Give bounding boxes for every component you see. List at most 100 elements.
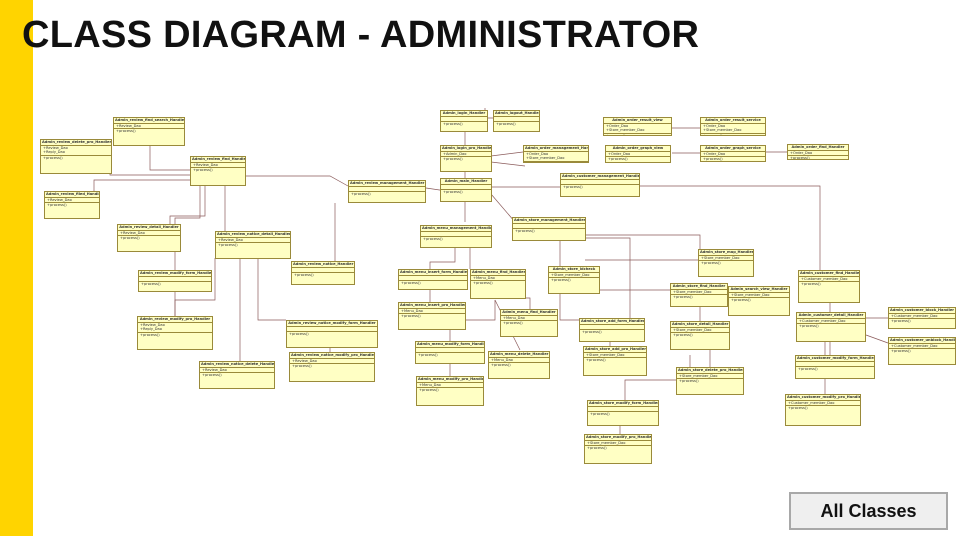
- class-attributes: +Menu_Dao: [399, 309, 465, 315]
- class-box: Admin_customer_block_Handler+Customer_me…: [888, 307, 956, 329]
- class-name: Admin_store_modify_form_Handler: [588, 401, 658, 407]
- class-box: Admin_store_delete_pro_Handler+Store_mem…: [676, 367, 744, 395]
- class-operation: +process(): [606, 133, 626, 136]
- class-operation: +process(): [891, 349, 911, 354]
- class-operation: +process(): [801, 282, 821, 287]
- class-operation: +process(): [43, 155, 63, 160]
- class-attributes: +Menu_Dao: [417, 383, 483, 389]
- class-name: Admin_store_map_Handler: [699, 250, 753, 256]
- class-box: Admin_customer_management_Handler+proces…: [560, 173, 640, 197]
- class-operations: +process(): [889, 349, 955, 354]
- class-operation: +process(): [673, 295, 693, 300]
- class-attributes: +Review_Dao+Reply_Dao: [41, 146, 111, 156]
- class-operation: +process(): [503, 321, 523, 326]
- class-operation: +process(): [193, 168, 213, 173]
- class-operation: +process(): [731, 298, 751, 303]
- class-name: Admin_search_view_Handler: [729, 287, 789, 293]
- class-attribute: +Store_member_Dao: [673, 327, 712, 332]
- class-operation: +process(): [526, 162, 586, 163]
- class-attribute: +Review_Dao: [218, 237, 243, 242]
- class-operation: +process(): [703, 157, 723, 162]
- class-attributes: +Customer_member_Dao: [799, 277, 859, 283]
- class-operations: +process(): [118, 236, 180, 241]
- class-operation: +process(): [790, 156, 810, 160]
- class-name: Admin_store_add_form_Handler: [580, 319, 644, 325]
- class-name: Admin_menu_delete_Handler: [489, 352, 549, 358]
- class-name: Admin_store_find_Handler: [671, 284, 727, 290]
- class-box: Admin_order_find_Handler+Order_Dao+proce…: [787, 144, 849, 160]
- class-attributes: +Customer_member_Dao: [786, 401, 860, 407]
- class-operation: +process(): [496, 121, 516, 126]
- class-operations: +process(): [606, 157, 670, 162]
- class-box: Admin_menu_delete_Handler+Menu_Dao+proce…: [488, 351, 550, 379]
- class-name: Admin_customer_find_Handler: [799, 271, 859, 277]
- class-box: Admin_review_notice_delete_Handler+Revie…: [199, 361, 275, 389]
- class-operations: +process(): [45, 203, 99, 208]
- class-attributes: [287, 327, 377, 332]
- class-attributes: +Admin_Dao: [441, 152, 491, 158]
- class-operation: +process(): [673, 333, 693, 338]
- class-operation: +process(): [491, 363, 511, 368]
- class-attribute: +Order_Dao: [608, 151, 631, 156]
- class-box: Admin_menu_insert_pro_Handler+Menu_Dao+p…: [398, 302, 466, 330]
- class-operations: +process(): [494, 122, 539, 127]
- class-attribute: +Review_Dao: [116, 123, 141, 128]
- class-attributes: +Customer_member_Dao: [889, 344, 955, 350]
- class-name: Admin_main_Handler: [441, 179, 491, 185]
- class-attribute: +Order_Dao: [703, 123, 726, 128]
- class-operations: +process(): [699, 261, 753, 266]
- class-attribute: +Store_member_Dao: [703, 128, 742, 133]
- class-box: Admin_review_find_Handler+Review_Dao+pro…: [190, 156, 246, 186]
- connector: [490, 161, 526, 167]
- all-classes-button[interactable]: All Classes: [789, 492, 948, 530]
- class-box: Admin_review_notice_modify_form_Handler+…: [286, 320, 378, 348]
- class-attributes: +Customer_member_Dao: [797, 319, 865, 325]
- class-name: Admin_store_idcheck: [549, 267, 599, 273]
- class-name: Admin_review_notice_delete_Handler: [200, 362, 274, 368]
- class-attributes: [349, 187, 425, 192]
- class-operation: +process(): [515, 228, 535, 233]
- class-name: Admin_review_filed_Handler: [45, 192, 99, 198]
- class-attributes: +Review_Dao: [114, 124, 184, 130]
- connector: [246, 175, 349, 187]
- class-box: Admin_login_Handler+process(): [440, 110, 488, 132]
- class-box: Admin_store_detail_Handler+Store_member_…: [670, 321, 730, 350]
- connector: [490, 193, 516, 223]
- class-box: Admin_customer_modify_pro_Handler+Custom…: [785, 394, 861, 426]
- class-operation: +process(): [423, 236, 443, 241]
- connector: [169, 186, 206, 224]
- class-attribute: +Order_Dao: [790, 150, 813, 155]
- class-operations: +process(): [677, 379, 743, 384]
- class-operations: +process(): [441, 190, 491, 195]
- connector: [257, 258, 286, 321]
- connector: [559, 294, 590, 321]
- class-name: Admin_menu_find_Handler: [501, 310, 557, 316]
- class-operations: +process(): [421, 237, 491, 242]
- class-attributes: +Menu_Dao: [489, 358, 549, 364]
- class-box: Admin_main_Handler +process(): [440, 178, 492, 202]
- class-attributes: +Store_member_Dao: [729, 293, 789, 299]
- class-attribute: +Menu_Dao: [491, 357, 513, 362]
- class-name: Admin_review_detail_Handler: [118, 225, 180, 231]
- class-attributes: [399, 276, 467, 281]
- class-operation: +process(): [218, 243, 238, 248]
- class-operation: +process(): [799, 324, 819, 329]
- accent-bar: [0, 0, 33, 536]
- class-name: Admin_review_modify_form_Handler: [139, 271, 211, 277]
- class-attributes: +Menu_Dao: [501, 316, 557, 322]
- class-attribute: +Menu_Dao: [401, 308, 423, 313]
- class-name: Admin_review_delete_pro_Handler: [41, 140, 111, 146]
- class-name: Admin_review_find_search_Handler: [114, 118, 184, 124]
- class-box: Admin_store_idcheck+Store_member_Dao+pro…: [548, 266, 600, 294]
- class-attribute: +Store_member_Dao: [701, 255, 740, 260]
- class-box: Admin_menu_management_Handler+process(): [420, 225, 492, 248]
- connector: [449, 300, 496, 341]
- class-attributes: +Review_Dao: [118, 231, 180, 237]
- class-attributes: [580, 325, 644, 330]
- connector: [865, 334, 889, 344]
- class-attributes: +Review_Dao: [290, 359, 374, 365]
- class-attribute: +Menu_Dao: [473, 275, 495, 280]
- class-operations: +process(): [399, 281, 467, 286]
- class-operation: +process(): [586, 358, 606, 363]
- class-attributes: +Store_member_Dao: [549, 273, 599, 279]
